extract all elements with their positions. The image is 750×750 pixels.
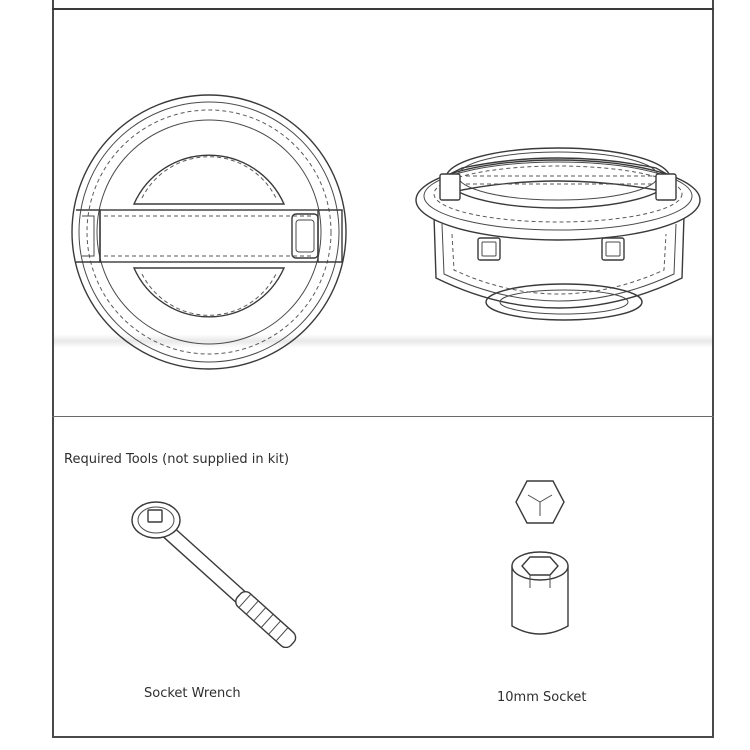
socket-icon xyxy=(506,548,574,640)
section-divider xyxy=(52,416,714,417)
socket-wrench-icon xyxy=(128,496,314,648)
scan-artifact xyxy=(54,334,712,348)
socket-wrench-label: Socket Wrench xyxy=(144,686,241,701)
hex-bolt-head-icon xyxy=(514,478,566,526)
socket-label: 10mm Socket xyxy=(497,690,587,705)
top-divider xyxy=(52,8,714,10)
document-frame xyxy=(52,0,714,738)
round-lid-perspective-icon xyxy=(412,138,704,324)
round-lid-top-view-icon xyxy=(64,92,354,372)
required-tools-heading: Required Tools (not supplied in kit) xyxy=(64,452,290,467)
